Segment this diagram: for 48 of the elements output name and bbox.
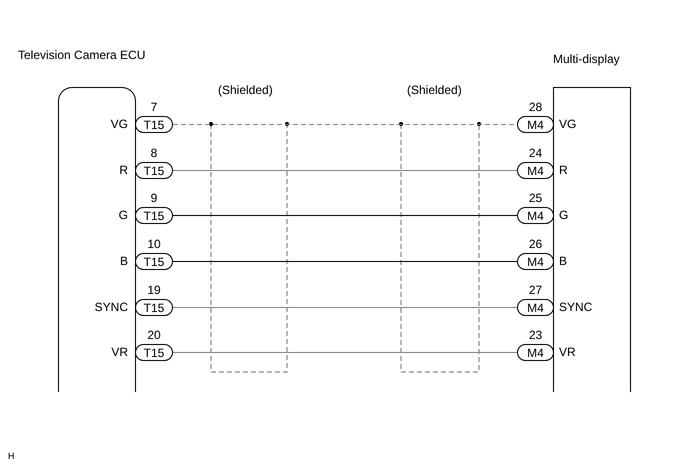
wire: [172, 215, 518, 216]
pin-number: 28: [528, 100, 544, 114]
connector-pill: T15: [135, 207, 173, 224]
connector-pill: T15: [135, 162, 173, 179]
pin-number: 10: [146, 237, 162, 251]
terminal-name: G: [118, 208, 128, 222]
connector-pill: T15: [135, 253, 173, 270]
connector-pill: T15: [135, 344, 173, 361]
terminal-name: VG: [110, 117, 128, 131]
pin-number: 26: [528, 237, 544, 251]
connector-pill: T15: [135, 299, 173, 316]
shield-label: (Shielded): [218, 83, 273, 97]
unit-title: Television Camera ECU: [18, 48, 146, 62]
terminal-name: R: [119, 163, 128, 177]
pin-number: 25: [528, 191, 544, 205]
pin-number: 9: [150, 191, 158, 205]
wire: [172, 170, 518, 171]
terminal-name: B: [559, 254, 568, 268]
pin-number: 8: [150, 146, 158, 160]
terminal-name: B: [120, 254, 128, 268]
connector-pill: M4: [517, 299, 554, 316]
terminal-name: VR: [559, 345, 576, 359]
shield-label: (Shielded): [407, 83, 462, 97]
connector-pill: M4: [517, 116, 554, 133]
terminal-name: SYNC: [94, 300, 128, 314]
connector-pill: M4: [517, 344, 554, 361]
pin-number: 7: [150, 100, 158, 114]
wire: [172, 307, 518, 308]
terminal-name: VR: [111, 345, 128, 359]
unit-title: Multi-display: [553, 52, 620, 66]
pin-number: 27: [528, 283, 544, 297]
figure-code: H: [8, 450, 14, 463]
connector-pill: M4: [517, 207, 554, 224]
terminal-name: SYNC: [559, 300, 592, 314]
pin-number: 20: [146, 328, 162, 342]
connector-pill: M4: [517, 162, 554, 179]
wire: [172, 261, 518, 262]
connector-pill: M4: [517, 253, 554, 270]
terminal-name: G: [559, 208, 568, 222]
pin-number: 19: [146, 283, 162, 297]
wire: [172, 352, 518, 353]
connector-pill: T15: [135, 116, 173, 133]
pin-number: 23: [528, 328, 544, 342]
display-unit-box: [553, 87, 631, 392]
terminal-name: R: [559, 163, 568, 177]
terminal-name: VG: [559, 117, 576, 131]
ecu-box: [58, 87, 136, 392]
pin-number: 24: [528, 146, 544, 160]
